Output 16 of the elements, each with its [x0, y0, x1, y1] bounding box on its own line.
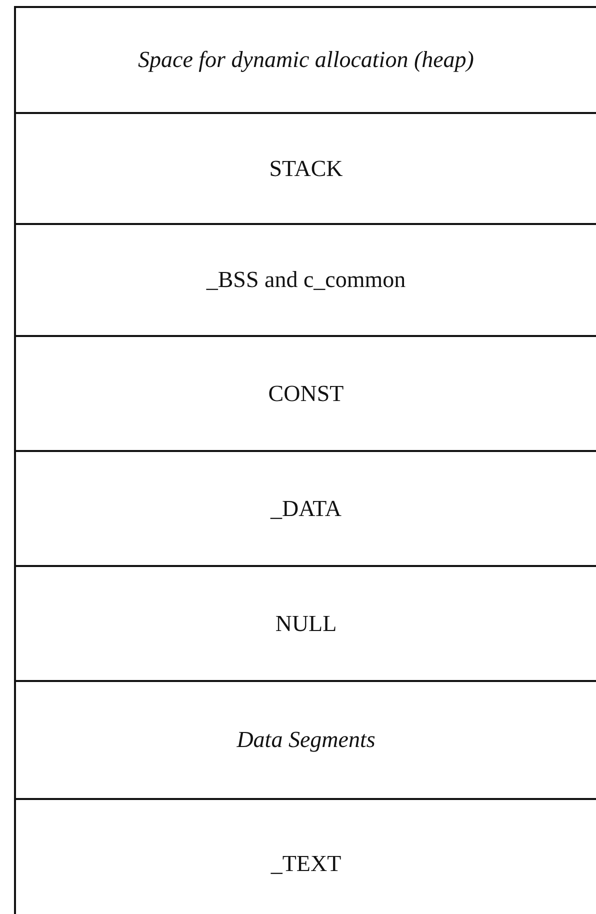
memory-segment: [14, 565, 596, 680]
memory-segment: [14, 680, 596, 798]
memory-segment: [14, 450, 596, 565]
segment-label: _DATA: [270, 496, 342, 522]
segment-label: _TEXT: [270, 851, 342, 877]
segment-label: Space for dynamic allocation (heap): [138, 47, 474, 73]
segment-label: CONST: [268, 380, 344, 406]
memory-segment: [14, 798, 596, 914]
segment-label: NULL: [275, 610, 337, 636]
memory-segment: [14, 6, 596, 112]
segment-label: _BSS and c_common: [206, 267, 406, 293]
memory-segment: [14, 112, 596, 223]
memory-segment: [14, 223, 596, 335]
memory-segment: [14, 335, 596, 450]
segment-label: STACK: [269, 156, 343, 182]
segment-label: Data Segments: [236, 727, 376, 753]
